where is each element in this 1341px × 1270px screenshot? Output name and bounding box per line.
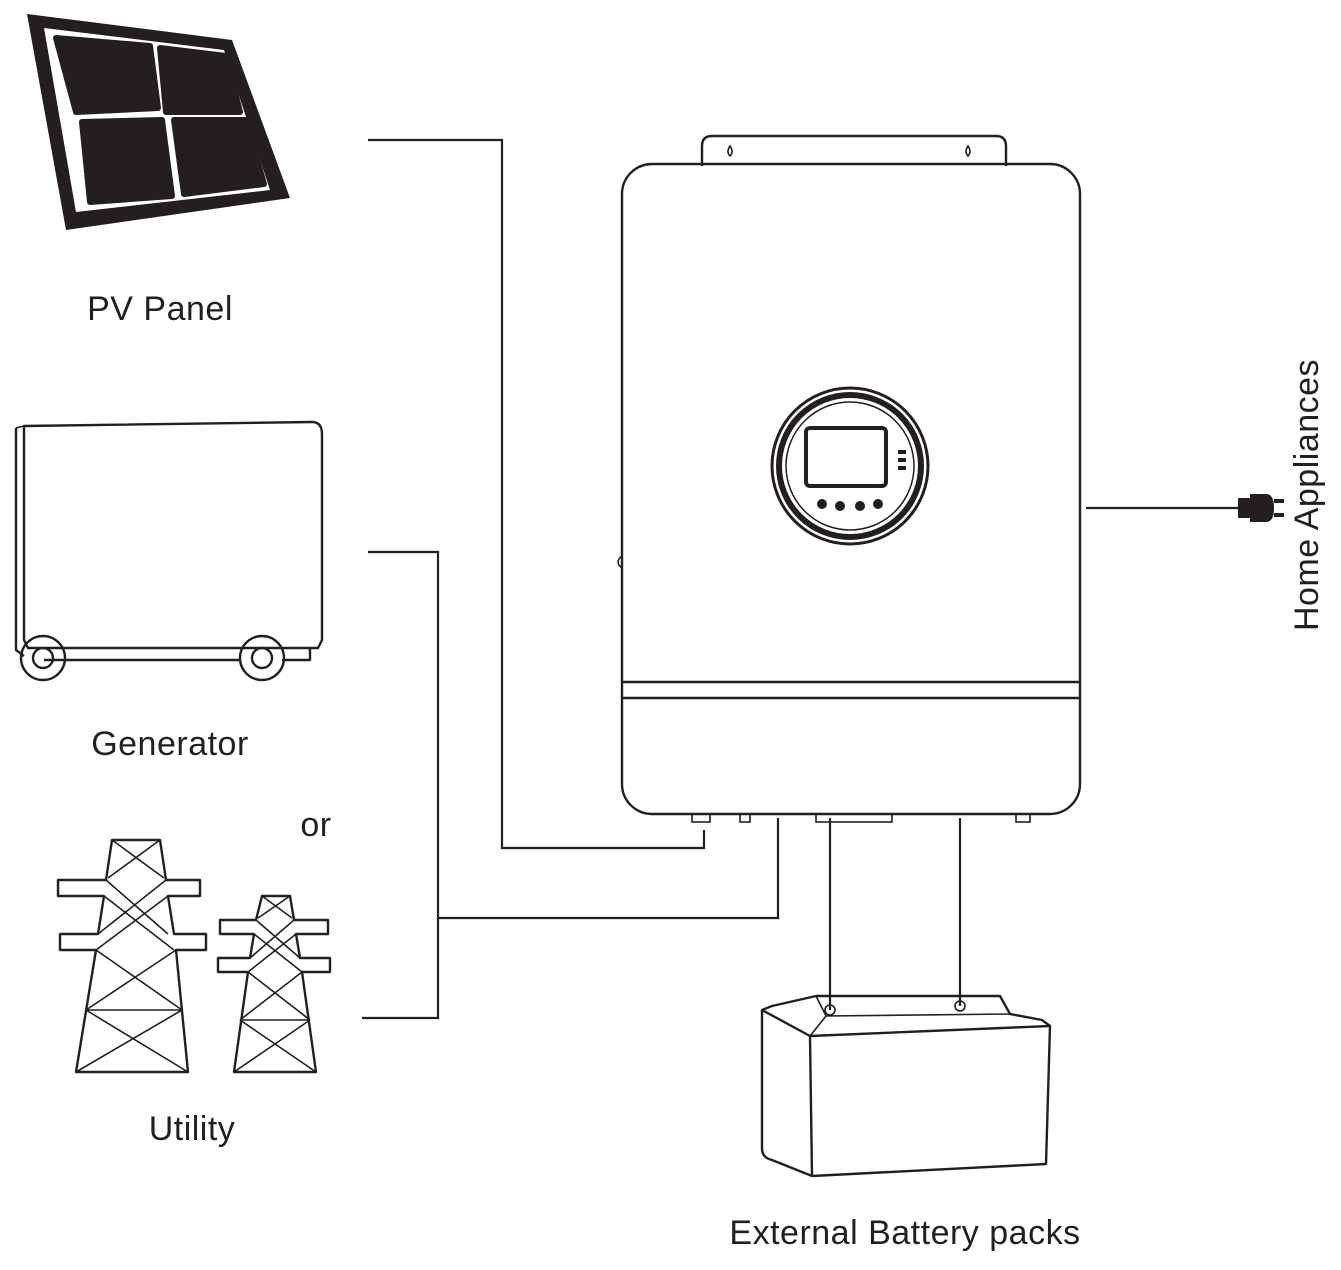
pv-wire: [368, 138, 706, 850]
plug-icon: [1238, 494, 1284, 522]
utility-tower-small-icon: [216, 894, 332, 1074]
generator-label: Generator: [91, 725, 249, 763]
generator-icon: [14, 420, 324, 682]
utility-label: Utility: [149, 1110, 236, 1148]
pv-panel-label: PV Panel: [87, 290, 233, 328]
home-appliances-label: Home Appliances: [1288, 359, 1326, 631]
ac-input-bus-wire: [362, 550, 440, 1020]
utility-tower-large-icon: [56, 838, 208, 1074]
battery-label: External Battery packs: [729, 1214, 1080, 1252]
or-label: or: [300, 806, 331, 844]
pv-panel-icon: [27, 14, 290, 230]
battery-icon: [760, 994, 1052, 1178]
inverter-icon: [617, 134, 1082, 823]
ac-input-wire: [438, 818, 780, 920]
